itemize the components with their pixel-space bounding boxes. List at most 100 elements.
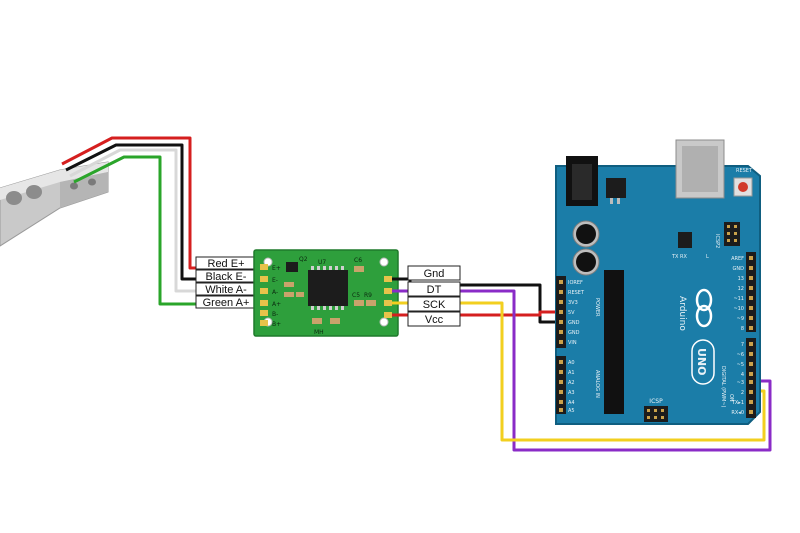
hx711-pin-e-minus: E-: [272, 277, 278, 284]
digital-pin-3: ~3: [737, 380, 744, 386]
power-pin-vin: VIN: [568, 340, 577, 346]
hx711-res-label: R9: [364, 292, 372, 299]
hx711-module: E+ E- A- A+ B- B+ Q2 U7 C6 C5 R9: [253, 249, 399, 337]
digital-pin-7: 7: [741, 342, 744, 348]
wire-dt-purple: [392, 289, 772, 452]
digital-header-top: [746, 252, 756, 332]
hx711-cap2-label: C5: [352, 292, 360, 299]
load-cell-screw: [88, 178, 96, 186]
digital-pin-0: RX◂0: [731, 410, 744, 416]
digital-pin-10: ~10: [733, 306, 744, 312]
wire-sck-yellow: [392, 301, 766, 442]
analog-pin-labels: A0 A1 A2 A3 A4 A5: [568, 360, 575, 414]
digital-header-label: DIGITAL (PWM~): [720, 366, 726, 408]
icsp2-label: ICSP2: [714, 234, 720, 248]
label-sck: SCK: [407, 296, 461, 312]
label-white-a-minus: White A-: [195, 282, 257, 296]
analog-pin-a4: A4: [568, 400, 575, 406]
hx711-pin-b-plus: B+: [272, 321, 281, 328]
hx711-maker-text: MH: [314, 329, 324, 336]
module-to-arduino-wires: [392, 277, 772, 452]
digital-pin-8: 8: [741, 326, 744, 332]
arduino-brand-text: Arduino: [677, 296, 687, 331]
power-pin-gnd1: GND: [568, 320, 580, 326]
reset-label: RESET: [736, 168, 753, 174]
digital-pin-gnd: GND: [733, 266, 745, 272]
digital-pin-12: 12: [738, 286, 744, 292]
icsp2-header: ICSP2: [714, 222, 740, 248]
analog-header: [556, 356, 566, 414]
power-header: [556, 276, 566, 348]
digital-header-bottom: [746, 338, 756, 418]
label-sck-text: SCK: [423, 299, 446, 311]
icsp-header: ICSP: [644, 398, 668, 422]
power-pin-5v: 5V: [568, 310, 575, 316]
load-cell-hole: [6, 191, 22, 205]
l-label: L: [706, 254, 709, 260]
hx711-pin-b-minus: B-: [272, 311, 278, 318]
label-vcc-text: Vcc: [425, 314, 444, 326]
hx711-pin-e-plus: E+: [272, 265, 281, 272]
label-red-e-plus: Red E+: [195, 256, 257, 270]
hx711-chip: [308, 270, 348, 306]
label-green-a-plus: Green A+: [195, 295, 257, 309]
hx711-transistor: [286, 262, 298, 272]
digital-pin-1: TX▸1: [731, 400, 744, 406]
hx711-q-label: Q2: [299, 256, 308, 263]
on-label: ON: [728, 394, 734, 402]
load-cell-hole: [26, 185, 42, 199]
power-pin-3v3: 3V3: [568, 300, 578, 306]
atmega-chip: [604, 270, 624, 414]
rx-label: RX: [680, 254, 687, 260]
digital-pin-4: 4: [741, 372, 744, 378]
power-pin-labels: IOREF RESET 3V3 5V GND GND VIN: [568, 280, 585, 346]
wire-vcc-red: [392, 310, 560, 317]
label-green-a-plus-text: Green A+: [203, 297, 250, 309]
label-dt: DT: [407, 281, 461, 297]
hx711-pin-a-minus: A-: [272, 289, 278, 296]
digital-pin-6: ~6: [737, 352, 744, 358]
label-white-a-minus-text: White A-: [205, 284, 247, 296]
load-cell-screw: [70, 182, 78, 190]
analog-pin-a5: A5: [568, 408, 575, 414]
arduino-uno-board: RESET ICSP2 TX RX L: [555, 139, 761, 425]
label-black-e-minus: Black E-: [195, 269, 257, 283]
power-pin-gnd2: GND: [568, 330, 580, 336]
digital-top-pin-labels: AREF GND 13 12 ~11 ~10 ~9 8: [731, 256, 744, 332]
power-pin-ioref: IOREF: [568, 280, 583, 286]
analog-pin-a1: A1: [568, 370, 575, 376]
analog-pin-a3: A3: [568, 390, 575, 396]
digital-pin-13: 13: [738, 276, 744, 282]
arduino-logo: [695, 288, 713, 328]
label-red-e-plus-text: Red E+: [208, 258, 245, 270]
digital-pin-5: ~5: [737, 362, 744, 368]
uno-text: UNO: [695, 348, 708, 376]
hx711-capacitor-c6: [354, 266, 364, 272]
digital-pin-11: ~11: [733, 296, 744, 302]
module-output-label-boxes: Gnd DT SCK Vcc: [407, 265, 461, 327]
analog-pin-a0: A0: [568, 360, 575, 366]
hx711-left-pin-labels: E+ E- A- A+ B- B+: [272, 265, 281, 328]
hx711-pin-a-plus: A+: [272, 301, 281, 308]
label-black-e-minus-text: Black E-: [206, 271, 247, 283]
wire-green: [73, 155, 260, 306]
electrolytic-capacitors: [572, 220, 600, 276]
label-gnd-text: Gnd: [424, 268, 445, 280]
hx711-right-pads: [384, 276, 392, 318]
analog-pin-a2: A2: [568, 380, 575, 386]
hx711-chip-label: U7: [318, 259, 326, 266]
power-pin-reset: RESET: [568, 290, 585, 296]
digital-pin-9: ~9: [737, 316, 744, 322]
label-vcc: Vcc: [407, 311, 461, 327]
digital-pin-2: 2: [741, 390, 744, 396]
voltage-regulator: [606, 178, 626, 198]
label-gnd: Gnd: [407, 265, 461, 281]
hx711-left-pads: [260, 264, 268, 326]
analog-header-label: ANALOG IN: [594, 370, 600, 398]
digital-bottom-pin-labels: 7 ~6 ~5 4 ~3 2 TX▸1 RX◂0: [731, 342, 744, 416]
label-dt-text: DT: [427, 284, 442, 296]
digital-pin-aref: AREF: [731, 256, 744, 262]
load-cell-label-boxes: Red E+ Black E- White A- Green A+: [195, 256, 257, 309]
hx711-cap-label: C6: [354, 257, 362, 264]
